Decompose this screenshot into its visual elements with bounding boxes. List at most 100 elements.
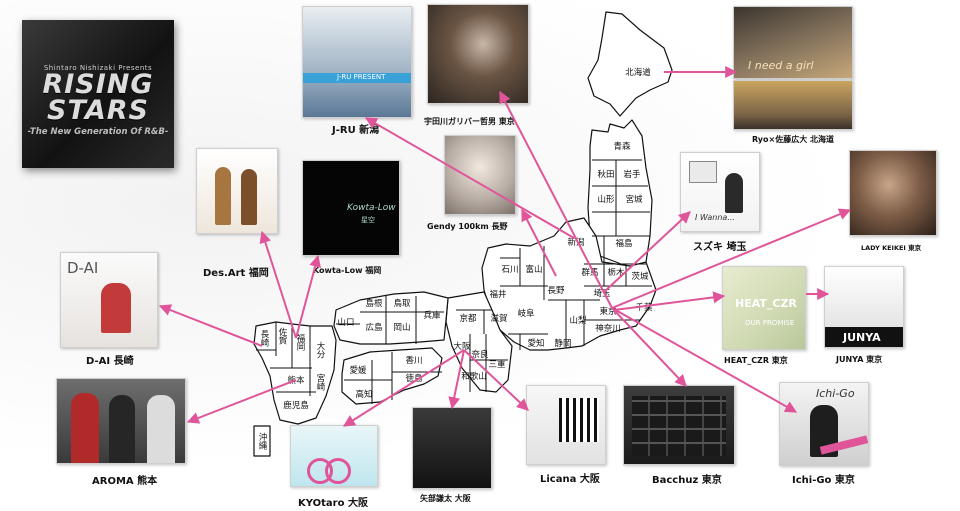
pref-fukuoka: 福岡: [295, 333, 305, 351]
aroma-photo[interactable]: [56, 378, 186, 464]
rising-stars-logo: Shintaro Nishizaki Presents RISING STARS…: [22, 20, 174, 168]
pref-tokyo: 東京: [599, 307, 617, 317]
caption-dai: D-AI 長崎: [86, 356, 134, 367]
caption-ryo: Ryo×佐藤広大 北海道: [752, 135, 834, 144]
suzuki-cover-text: I Wanna...: [695, 213, 735, 222]
pref-kyoto: 京都: [459, 314, 477, 324]
pref-miyagi: 宮城: [625, 195, 643, 205]
dai-photo[interactable]: D-AI: [60, 252, 158, 348]
caption-ladykeikei: LADY KEIKEI 東京: [861, 244, 922, 252]
arrow-bacchuz: [611, 307, 687, 387]
pref-toyama: 富山: [525, 265, 543, 275]
ladykeikei-photo[interactable]: [849, 150, 937, 236]
ryo-photo-bottom[interactable]: [733, 80, 853, 130]
arrow-licana: [463, 349, 529, 411]
pref-ishikawa: 石川: [501, 265, 519, 275]
caption-yabe: 矢部謙太 大阪: [420, 494, 471, 503]
arrow-desart: [259, 230, 297, 339]
arrow-yabe: [448, 349, 465, 410]
pref-akita: 秋田: [597, 170, 615, 180]
pref-chiba: 千葉: [635, 303, 653, 313]
pref-yamagata: 山形: [597, 195, 615, 205]
pref-fukushima: 福島: [615, 239, 633, 249]
ichigo-photo[interactable]: Ichi-Go: [779, 382, 869, 466]
yabe-photo[interactable]: [412, 407, 492, 489]
kowta-cover-text2: 星空: [361, 216, 375, 224]
logo-line2: STARS: [47, 95, 149, 126]
jru-photo[interactable]: J-RU PRESENT: [302, 6, 412, 118]
pref-kagoshima: 鹿児島: [283, 401, 309, 411]
pref-nara: 奈良: [471, 350, 489, 360]
hokkaido-shape: [587, 11, 673, 117]
caption-kowta: Kowta-Low 福岡: [313, 266, 382, 275]
pref-okayama: 岡山: [393, 323, 411, 333]
arrow-ugata: [499, 90, 613, 309]
pref-shizuoka: 静岡: [554, 339, 572, 349]
tohoku-shape: [587, 119, 653, 269]
pref-gunma: 群馬: [581, 268, 599, 278]
ichigo-cover-text: Ichi-Go: [816, 387, 855, 400]
ryo-cover-text: I need a girl: [748, 59, 814, 72]
heat-cover-text2: OUR PROMISE: [745, 319, 795, 327]
kyotaro-photo[interactable]: [290, 425, 378, 487]
dai-cover-text: D-AI: [67, 259, 99, 277]
kowta-photo[interactable]: Kowta-Low 星空: [302, 160, 400, 256]
caption-jru: J-RU 新潟: [332, 125, 380, 136]
arrow-suzuki: [603, 211, 691, 293]
kyushu-shape: [253, 321, 337, 425]
ryo-photo-top[interactable]: I need a girl: [733, 6, 853, 79]
kowta-cover-text: Kowta-Low: [347, 203, 396, 213]
logo-presents: Shintaro Nishizaki Presents: [43, 64, 153, 72]
pref-hyogo: 兵庫: [423, 311, 441, 321]
caption-junya: JUNYA 東京: [836, 355, 883, 364]
caption-kyotaro: KYOtaro 大阪: [298, 498, 368, 509]
pref-kagawa: 香川: [405, 356, 423, 366]
pref-oita: 大分: [315, 341, 325, 359]
pref-aomori: 青森: [613, 142, 631, 152]
caption-heat: HEAT_CZR 東京: [724, 356, 788, 365]
bacchuz-photo[interactable]: [623, 385, 735, 465]
arrow-gendy: [521, 208, 557, 277]
pref-tokushima: 徳島: [405, 374, 423, 384]
pref-ibaraki: 茨城: [631, 272, 649, 282]
arrow-dai: [158, 304, 263, 347]
pref-iwate: 岩手: [623, 170, 641, 180]
caption-aroma: AROMA 熊本: [92, 476, 158, 487]
pref-ehime: 愛媛: [349, 366, 367, 376]
pref-kochi: 高知: [355, 390, 373, 400]
arrow-ichigo: [611, 307, 798, 413]
pref-hiroshima: 広島: [365, 323, 383, 333]
pref-nagasaki: 長崎: [259, 329, 269, 347]
chugoku-shape: [333, 291, 449, 345]
suzuki-photo[interactable]: I Wanna...: [680, 152, 760, 232]
ugata-photo[interactable]: [427, 4, 529, 104]
pref-nagano: 長野: [547, 286, 565, 296]
logo-subtitle: -The New Generation Of R&B-: [27, 127, 169, 137]
pref-osaka: 大阪: [453, 342, 471, 352]
pref-miyazaki: 宮崎: [315, 373, 325, 391]
pref-tottori: 鳥取: [393, 299, 411, 309]
caption-ugata: 宇田川ガリバー哲男 東京: [424, 117, 515, 126]
pref-mie: 三重: [488, 360, 506, 370]
licana-photo[interactable]: [526, 385, 606, 465]
pref-shimane: 島根: [365, 299, 383, 309]
pref-okinawa: 沖縄: [257, 432, 267, 450]
junya-photo[interactable]: JUNYA: [824, 266, 904, 348]
pref-yamaguchi: 山口: [337, 318, 355, 328]
pref-shiga: 滋賀: [490, 314, 508, 324]
heat-photo[interactable]: HEAT_CZR OUR PROMISE: [722, 266, 806, 350]
logo-line1: RISING: [42, 69, 154, 100]
pref-wakayama: 和歌山: [461, 372, 487, 382]
desart-photo[interactable]: [196, 148, 278, 234]
junya-cover-text: JUNYA: [843, 331, 881, 344]
gendy-photo[interactable]: [444, 135, 516, 215]
caption-licana: Licana 大阪: [540, 474, 600, 485]
heat-cover-text: HEAT_CZR: [735, 297, 797, 310]
caption-bacchuz: Bacchuz 東京: [652, 475, 722, 486]
pref-kanagawa: 神奈川: [595, 324, 621, 334]
arrow-ladykeikei: [611, 208, 852, 309]
pref-gifu: 岐阜: [517, 309, 535, 319]
arrow-kyotaro: [342, 349, 465, 427]
